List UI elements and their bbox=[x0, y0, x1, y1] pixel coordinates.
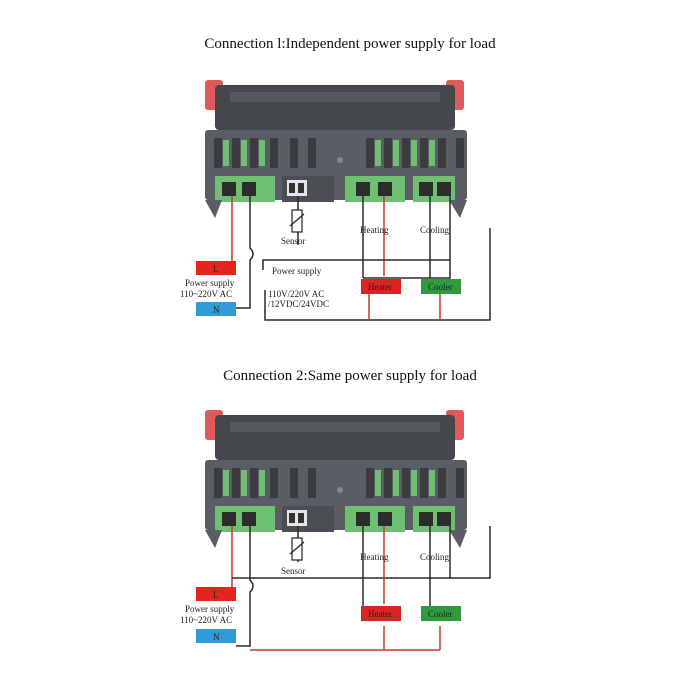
cooling-label: Cooling bbox=[420, 552, 450, 562]
vent-green-strips bbox=[223, 140, 435, 166]
connection-1-section: Connection l:Independent power supply fo… bbox=[0, 0, 700, 330]
sensor-label: Sensor bbox=[281, 566, 306, 576]
controller-top-panel bbox=[215, 415, 455, 460]
neutral-terminal-label: N bbox=[213, 305, 220, 315]
power-supply-label: Power supply bbox=[185, 278, 235, 288]
live-terminal-label: L bbox=[213, 590, 219, 600]
heating-label: Heating bbox=[360, 225, 389, 235]
thermostat-controller bbox=[205, 410, 467, 548]
indicator-dot bbox=[337, 157, 343, 163]
cooler-box bbox=[421, 606, 461, 621]
sensor-symbol-icon bbox=[291, 537, 303, 561]
load-power-supply-label: Power supply bbox=[272, 266, 322, 276]
connection-2-title: Connection 2:Same power supply for load bbox=[223, 368, 477, 384]
thermostat-controller bbox=[205, 80, 467, 218]
load-supply-voltage-dc: /12VDC/24VDC bbox=[268, 299, 329, 309]
neutral-terminal-label: N bbox=[213, 632, 220, 642]
heater-label: Heater bbox=[368, 609, 392, 619]
neutral-wire bbox=[236, 196, 254, 309]
power-supply-voltage: 110~220V AC bbox=[180, 615, 232, 625]
neutral-wire bbox=[236, 526, 254, 647]
heater-box bbox=[361, 606, 401, 621]
sensor-symbol-icon bbox=[291, 209, 303, 233]
live-terminal-box bbox=[196, 587, 236, 601]
live-terminal-box bbox=[196, 261, 236, 275]
connection-1-diagram: Sensor Heating Cooling L Power supply 11… bbox=[180, 80, 491, 321]
heater-label: Heater bbox=[368, 282, 392, 292]
load-supply-voltage-ac: 110V/220V AC bbox=[268, 289, 324, 299]
live-terminal-label: L bbox=[213, 264, 219, 274]
power-supply-label: Power supply bbox=[185, 604, 235, 614]
cooler-box bbox=[421, 279, 461, 294]
neutral-terminal-box bbox=[196, 629, 236, 643]
sensor-label: Sensor bbox=[281, 236, 306, 246]
controller-top-panel bbox=[215, 85, 455, 130]
power-supply-voltage: 110~220V AC bbox=[180, 289, 232, 299]
vent-slots bbox=[214, 138, 464, 168]
heating-terminal-block bbox=[345, 176, 405, 202]
cooler-label: Cooler bbox=[428, 609, 453, 619]
neutral-terminal-box bbox=[196, 302, 236, 316]
indicator-dot bbox=[337, 487, 343, 493]
heating-label: Heating bbox=[360, 552, 389, 562]
connection-2-diagram: Sensor Heating Cooling L Power supply 11… bbox=[180, 410, 491, 651]
vent-slots bbox=[214, 468, 464, 498]
heater-box bbox=[361, 279, 401, 294]
connection-2-section: Connection 2:Same power supply for load bbox=[0, 330, 700, 660]
cooler-label: Cooler bbox=[428, 282, 453, 292]
cooling-label: Cooling bbox=[420, 225, 450, 235]
heating-terminal-block bbox=[345, 506, 405, 532]
vent-green-strips bbox=[223, 470, 435, 496]
connection-1-title: Connection l:Independent power supply fo… bbox=[204, 36, 496, 52]
